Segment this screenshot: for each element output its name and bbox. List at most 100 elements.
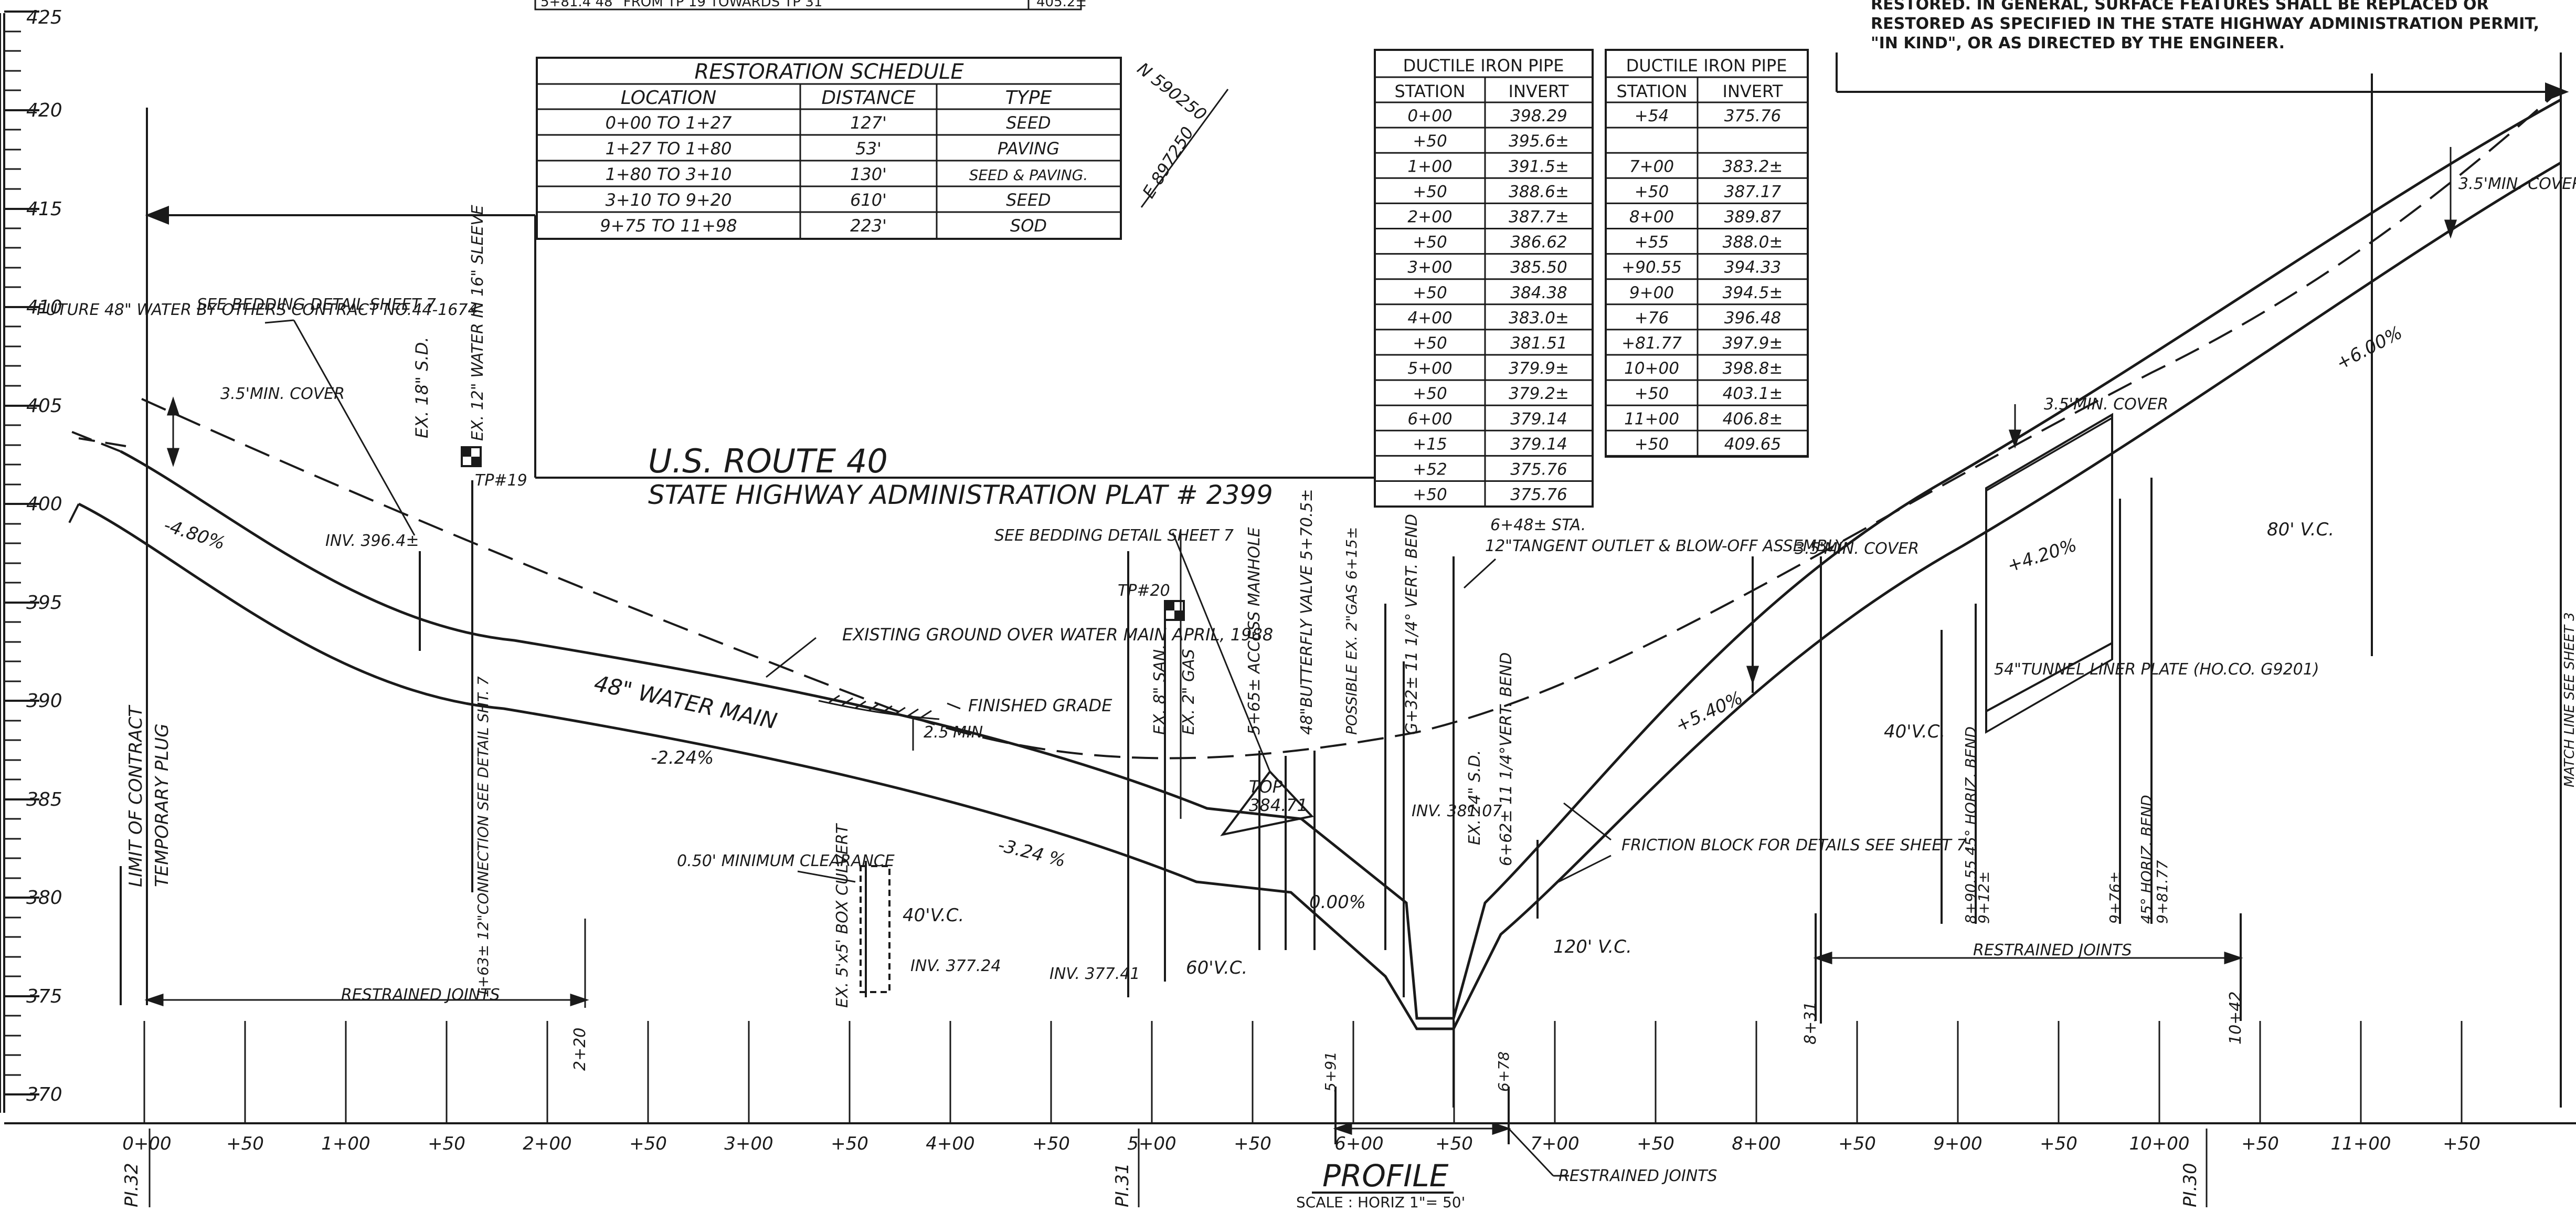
dip-table-1-station-cell: +52 <box>1413 460 1447 479</box>
elevation-label: 370 <box>26 1084 62 1105</box>
tunnel-liner-label: 54"TUNNEL LINER PLATE (HO.CO. G9201) <box>1994 660 2319 679</box>
coordinate-labels: N 590250 E 897250 <box>1133 58 1229 208</box>
box-culvert-label: EX. 5'x5' BOX CULVERT <box>833 823 852 1008</box>
restoration-header: LOCATION <box>621 87 716 109</box>
restoration-cell: 1+80 TO 3+10 <box>606 164 732 184</box>
station-591-label: 5+91 <box>1322 1051 1339 1092</box>
possible-gas-label: POSSIBLE EX. 2"GAS 6+15± <box>1343 527 1360 735</box>
dip-table-1-header: STATION <box>1395 81 1466 101</box>
dip-table-1-station-cell: 2+00 <box>1407 208 1452 227</box>
cover-label-2: 3.5'MIN. COVER <box>1795 540 1919 558</box>
grade-label-0: 0.00% <box>1309 892 1366 913</box>
cover-label-4: 3.5'MIN. COVER <box>2458 175 2576 193</box>
dip-table-1-station-cell: +50 <box>1413 384 1447 403</box>
dip-table-1-station-cell: 6+00 <box>1407 409 1452 428</box>
dip-table-2-station-cell: +50 <box>1635 182 1669 201</box>
dip-table-2-invert-cell: 396.48 <box>1724 309 1781 328</box>
dip-table-1-station-cell: 0+00 <box>1407 107 1452 125</box>
dip-table-1-station-cell: +50 <box>1413 486 1447 504</box>
dip-table-1-invert-cell: 375.76 <box>1510 486 1567 504</box>
dip-table-1-station-cell: 3+00 <box>1407 258 1452 277</box>
restoration-cell: 53' <box>855 139 882 159</box>
station-98177-label: 9+81.77 <box>2154 860 2171 924</box>
profile-title: PROFILE <box>1322 1158 1449 1194</box>
dip-table-2-station-cell: +50 <box>1635 435 1669 454</box>
top-label: TOP <box>1249 777 1283 797</box>
inv-37741-label: INV. 377.41 <box>1050 965 1140 983</box>
dip-table-2-station-cell: 10+00 <box>1624 359 1679 378</box>
top-table-fragment-text: 5+81.4 48" FROM TP 19 TOWARDS TP 31 <box>540 0 822 10</box>
dip-table-1-invert-cell: 391.5± <box>1509 157 1569 176</box>
elevation-label: 415 <box>26 198 62 220</box>
station-label: +50 <box>2241 1133 2279 1154</box>
station-1042-label: 10+42 <box>2227 992 2245 1045</box>
limit-contract-label: LIMIT OF CONTRACT <box>125 705 146 887</box>
dip-table-1-station-cell: +50 <box>1413 132 1447 151</box>
restrained-joint-lines <box>144 919 2243 1177</box>
see-bedding-label-1: SEE BEDDING DETAIL SHEET 7 <box>197 296 436 314</box>
ex8-san-label: EX. 8" SAN. <box>1151 644 1169 735</box>
station-label: +50 <box>226 1133 264 1154</box>
station-label: 6+00 <box>1334 1133 1383 1154</box>
vc80-label: 80' V.C. <box>2267 519 2334 540</box>
future-main-label: FUTURE 48" WATER BY OTHERS CONTRACT NO.4… <box>37 301 478 319</box>
restoration-header: DISTANCE <box>821 87 916 109</box>
station-label: 10+00 <box>2129 1133 2189 1154</box>
station-label: 0+00 <box>122 1133 171 1154</box>
station-831-label: 8+31 <box>1801 1002 1820 1045</box>
elevation-label: 425 <box>26 7 62 28</box>
connection-label: 1+63± 12"CONNECTION SEE DETAIL SHT. 7 <box>474 676 492 997</box>
dip-table-1-invert-cell: 379.2± <box>1509 384 1569 403</box>
dip-table-1-invert-cell: 375.76 <box>1510 460 1567 479</box>
inv-label-1: INV. 396.4± <box>325 532 419 550</box>
dip-table-2-header: INVERT <box>1723 81 1783 101</box>
clearance-label: 0.50' MINIMUM CLEARANCE <box>677 852 895 870</box>
general-note-line: RESTORED AS SPECIFIED IN THE STATE HIGHW… <box>1871 15 2539 33</box>
station-678-label: 6+78 <box>1495 1051 1512 1092</box>
dip-table-1-invert-cell: 379.14 <box>1510 435 1567 454</box>
dip-table-1-invert-cell: 387.7± <box>1509 208 1569 227</box>
route-title-line-2: STATE HIGHWAY ADMINISTRATION PLAT # 2399 <box>648 480 1273 510</box>
dip-table-2-invert-cell: 383.2± <box>1723 157 1783 176</box>
station-label: 9+00 <box>1933 1133 1982 1154</box>
restoration-cell: SEED & PAVING. <box>969 166 1088 184</box>
elevation-label: 405 <box>26 395 62 417</box>
horiz-bend-label-2: 45° HORIZ. BEND <box>2138 795 2155 924</box>
dip-table-2-station-cell: +54 <box>1635 107 1669 125</box>
restoration-title: RESTORATION SCHEDULE <box>694 60 964 84</box>
dip-table-2-invert-cell: 394.5± <box>1723 283 1783 302</box>
dip-table-2-title: DUCTILE IRON PIPE <box>1626 56 1787 76</box>
finished-grade-hatch <box>818 694 940 720</box>
dip-table-2-station-cell: 9+00 <box>1629 283 1674 302</box>
dip-table-2-invert-cell: 409.65 <box>1724 435 1781 454</box>
dip-table-2-invert-cell: 388.0± <box>1723 233 1783 252</box>
elevation-label: 380 <box>26 887 62 909</box>
station-label: +50 <box>2040 1133 2077 1154</box>
station-648-label: 6+48± STA. <box>1490 516 1586 534</box>
restoration-cell: SEED <box>1006 190 1051 210</box>
existing-ground-label: EXISTING GROUND OVER WATER MAIN APRIL, 1… <box>842 625 1273 645</box>
station-label: +50 <box>629 1133 667 1154</box>
general-note-line: "IN KIND", OR AS DIRECTED BY THE ENGINEE… <box>1871 34 2285 52</box>
elevation-label: 395 <box>26 592 62 614</box>
station-label: +50 <box>2443 1133 2480 1154</box>
elevation-label: 410 <box>26 297 62 318</box>
dip-table-1-station-cell: +50 <box>1413 182 1447 201</box>
ex18-sd-label: EX. 18" S.D. <box>412 337 432 438</box>
dip-table-2-invert-cell: 403.1± <box>1723 384 1783 403</box>
box-culvert <box>860 865 891 993</box>
elevation-label: 385 <box>26 789 62 810</box>
tunnel-liner-outline <box>1985 413 2113 713</box>
ex24-sd-label: EX. 24" S.D. <box>1466 750 1484 845</box>
station-label: +50 <box>1838 1133 1876 1154</box>
top-table-fragment-value: 405.2± <box>1036 0 1087 10</box>
pi-label: PI.30 <box>2180 1163 2201 1207</box>
elevation-label: 400 <box>26 493 62 515</box>
pi-label: PI.32 <box>121 1163 142 1207</box>
dip-table-1-invert-cell: 381.51 <box>1510 334 1567 353</box>
station-label: 1+00 <box>321 1133 370 1154</box>
grade-label-6: +6.00% <box>2333 322 2405 374</box>
restoration-header: TYPE <box>1005 87 1052 109</box>
